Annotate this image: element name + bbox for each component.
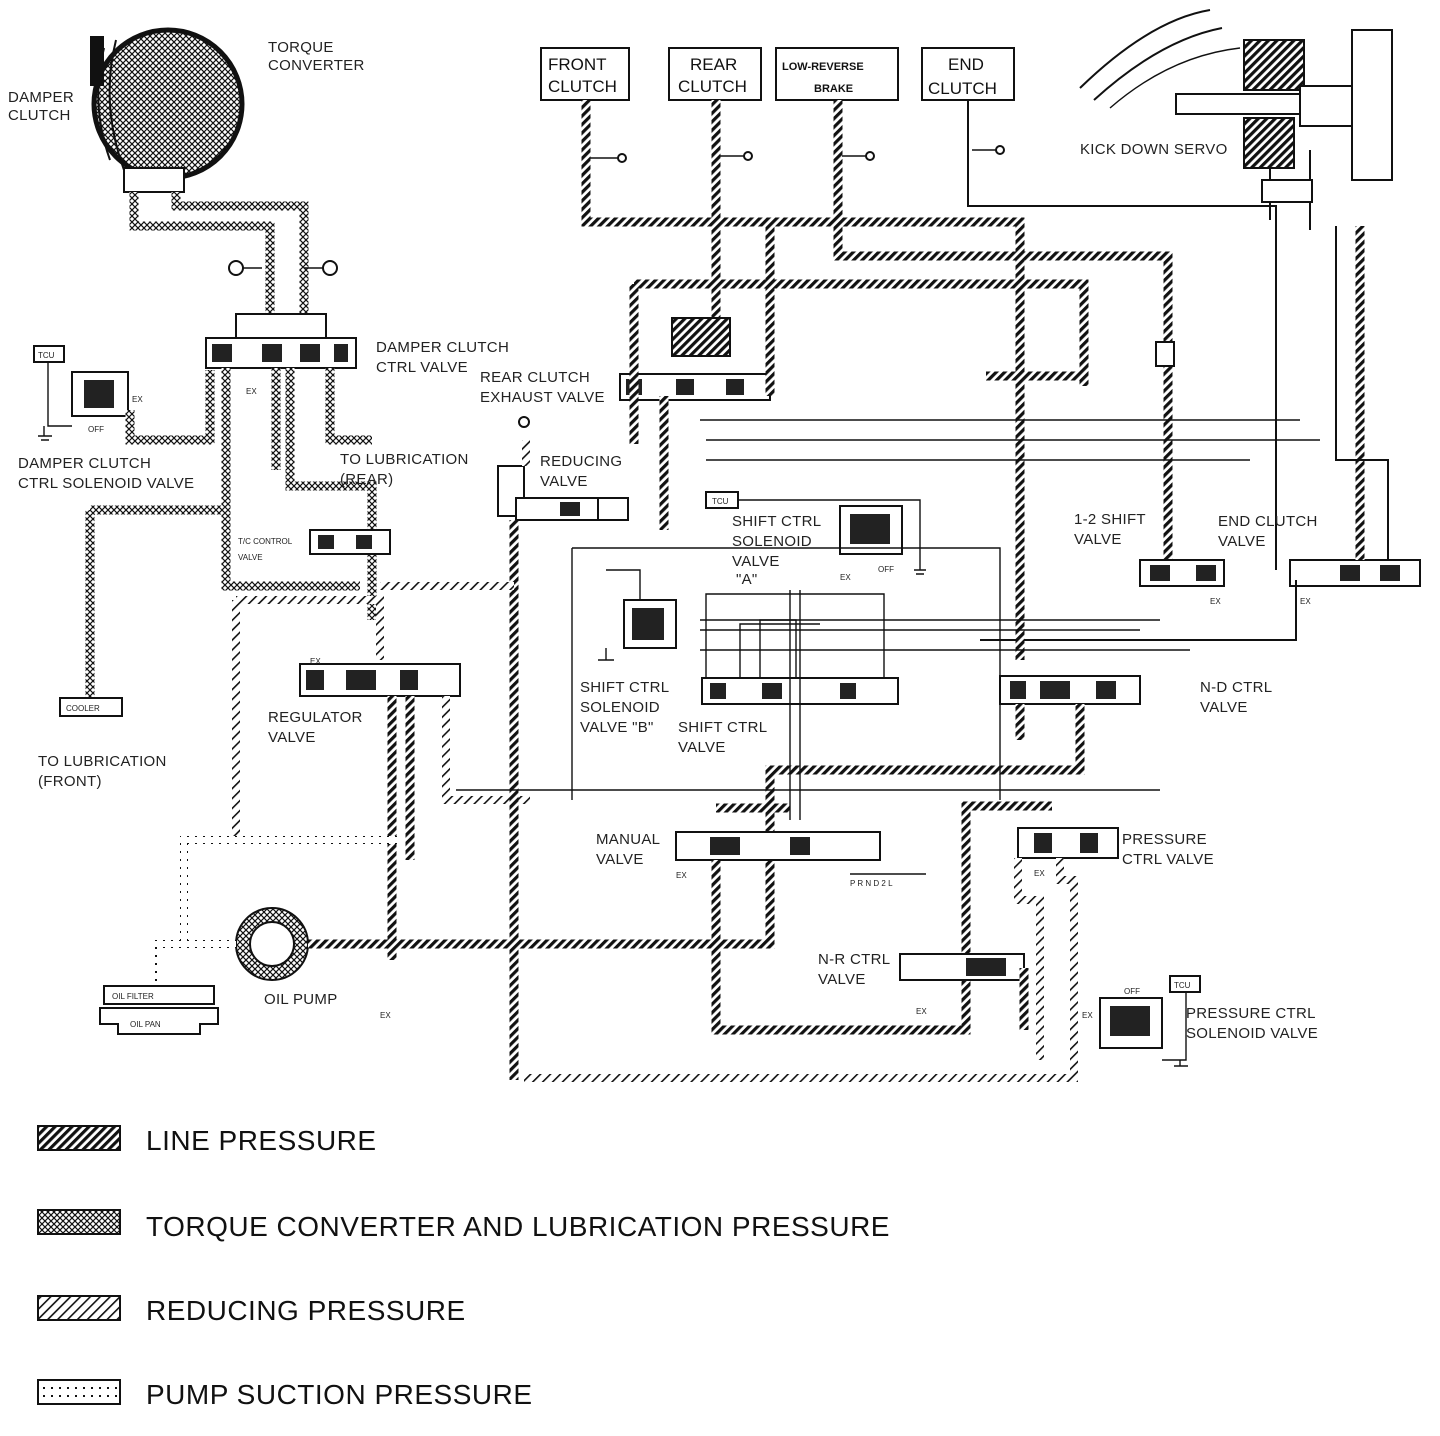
damper-clutch-ctrl-valve — [205, 313, 357, 369]
damper-clutch-solenoid — [33, 345, 129, 441]
end-clutch-valve — [1289, 226, 1421, 587]
torque-converter — [90, 27, 309, 330]
shift-ctrl-solenoid-a — [705, 491, 926, 575]
manual-valve — [675, 831, 926, 875]
kick-down-servo — [1079, 9, 1393, 230]
legend-swatch-suction — [37, 1379, 121, 1405]
end-clutch-box — [921, 47, 1015, 101]
shift-12-valve — [1139, 341, 1225, 587]
rear-clutch-box — [668, 47, 762, 101]
oil-pump — [235, 907, 309, 981]
ex-label-9: EX — [916, 1007, 927, 1016]
prndl-label: P R N D 2 L — [850, 879, 893, 888]
legend-item-reducing: REDUCING PRESSURE — [37, 1295, 466, 1326]
to-lubrication-rear-label: TO LUBRICATION(REAR) — [340, 451, 469, 488]
tcu-label-shift-a: TCU — [712, 497, 729, 506]
legend-label-line: LINE PRESSURE — [146, 1125, 377, 1156]
legend-item-suction: PUMP SUCTION PRESSURE — [37, 1379, 533, 1410]
oil-filter-label: OIL FILTER — [112, 992, 154, 1001]
pressure-gauges — [228, 260, 338, 276]
tcu-label-damper: TCU — [38, 351, 55, 360]
oil-pan-label: OIL PAN — [130, 1020, 161, 1029]
oil-pump-label: OIL PUMP — [264, 991, 338, 1008]
legend-label-cross: TORQUE CONVERTER AND LUBRICATION PRESSUR… — [146, 1211, 890, 1242]
check-valves — [590, 145, 1005, 163]
legend-item-cross: TORQUE CONVERTER AND LUBRICATION PRESSUR… — [37, 1209, 890, 1242]
pressure-ctrl-valve — [524, 827, 1119, 1082]
ex-label-3: EX — [310, 657, 321, 666]
ex-label-8: EX — [676, 871, 687, 880]
to-lubrication-front-label: TO LUBRICATION(FRONT) — [38, 753, 167, 790]
ex-label-7: EX — [1300, 597, 1311, 606]
ex-label-11: EX — [1034, 869, 1045, 878]
nd-ctrl-valve — [999, 675, 1141, 705]
oil-filter — [103, 985, 215, 1005]
legend-item-line: LINE PRESSURE — [37, 1125, 377, 1156]
legend-swatch-cross — [37, 1209, 121, 1235]
ex-label-2: EX — [246, 387, 257, 396]
ex-label-1: EX — [132, 395, 143, 404]
tc-control-region — [85, 368, 391, 706]
nr-ctrl-valve — [899, 953, 1029, 1030]
regulator-valve — [232, 596, 530, 960]
oil-pan — [99, 1007, 219, 1035]
cooler-label: COOLER — [66, 704, 100, 713]
off-label-damper: OFF — [88, 425, 104, 434]
front-clutch-box — [540, 47, 630, 101]
cooler — [59, 697, 123, 717]
off-label-shift-a: OFF — [878, 565, 894, 574]
legend-swatch-reducing — [37, 1295, 121, 1321]
legend-swatch-line — [37, 1125, 121, 1151]
pressure-ctrl-solenoid — [1099, 975, 1201, 1067]
off-label-pressure: OFF — [1124, 987, 1140, 996]
ex-label-5: EX — [840, 573, 851, 582]
low-reverse-brake-box — [775, 47, 899, 101]
reducing-valve — [497, 465, 629, 521]
ex-label-10: EX — [1082, 1011, 1093, 1020]
kick-down-servo-label: KICK DOWN SERVO — [1080, 141, 1228, 158]
ex-label-6: EX — [1210, 597, 1221, 606]
ex-label-4: EX — [380, 1011, 391, 1020]
shift-ctrl-solenoid-b — [598, 569, 677, 661]
legend-label-suction: PUMP SUCTION PRESSURE — [146, 1379, 533, 1410]
legend: LINE PRESSURE TORQUE CONVERTER AND LUBRI… — [37, 1125, 890, 1410]
legend-label-reducing: REDUCING PRESSURE — [146, 1295, 466, 1326]
tcu-label-pressure: TCU — [1174, 981, 1191, 990]
